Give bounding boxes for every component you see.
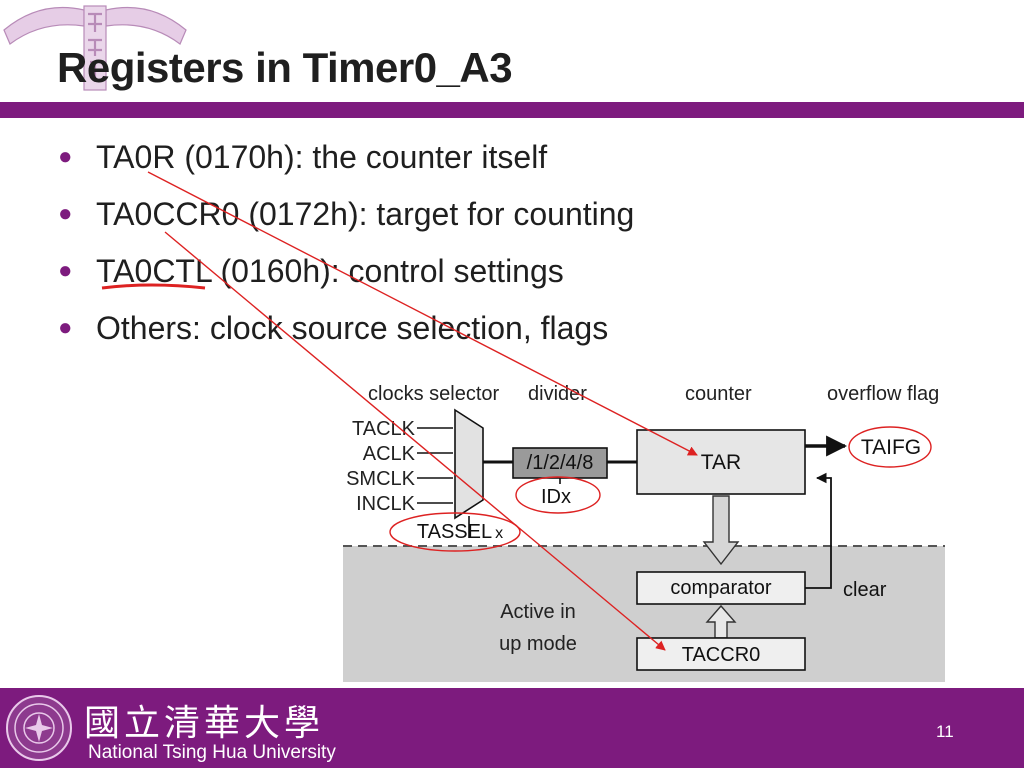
clock-input-label: ACLK <box>363 443 416 465</box>
counter-to-comparator-arrow <box>702 495 740 566</box>
page-number: 11 <box>936 722 954 741</box>
taifg-label: TAIFG <box>861 436 921 459</box>
bullet-text: TA0CCR0 (0172h): target for counting <box>96 196 635 232</box>
clock-mux <box>454 408 484 520</box>
university-name-english: National Tsing Hua University <box>88 742 336 763</box>
bullet-dot-icon: ● <box>58 257 73 284</box>
bullet-item: ● TA0R (0170h): the counter itself <box>58 132 634 189</box>
bullet-dot-icon: ● <box>58 314 73 341</box>
university-seal-icon <box>6 695 72 761</box>
clock-input-label: SMCLK <box>346 468 416 490</box>
footer-bar: 國立清華大學 National Tsing Hua University <box>0 688 1024 768</box>
bullet-text: TA0CTL (0160h): control settings <box>96 253 564 289</box>
bullet-item: ● Others: clock source selection, flags <box>58 303 634 360</box>
tar-label: TAR <box>701 451 741 474</box>
bullet-text: TA0R (0170h): the counter itself <box>96 139 548 175</box>
divider-label: /1/2/4/8 <box>527 452 594 474</box>
bullet-item: ● TA0CTL (0160h): control settings <box>58 246 634 303</box>
slide-title: Registers in Timer0_A3 <box>57 44 513 91</box>
clocks-selector-header: clocks selector <box>368 383 499 405</box>
timer-block-diagram: clocks selector divider counter overflow… <box>335 370 955 688</box>
idx-label: IDx <box>541 486 571 508</box>
bullet-dot-icon: ● <box>58 200 73 227</box>
tassel-label-suffix: x <box>495 525 503 542</box>
bullet-dot-icon: ● <box>58 143 73 170</box>
counter-header: counter <box>685 383 752 405</box>
overflow-flag-header: overflow flag <box>827 383 939 405</box>
mode-label-line1: Active in <box>500 601 576 623</box>
bullet-list: ● TA0R (0170h): the counter itself ● TA0CC… <box>58 132 634 360</box>
clock-input-label: TACLK <box>352 418 416 440</box>
university-name-chinese: 國立清華大學 <box>84 703 325 744</box>
tassel-label-main: TASSEL <box>417 521 492 543</box>
clear-feedback-line <box>805 472 832 589</box>
comparator-label: comparator <box>670 577 771 599</box>
title-bar <box>0 102 1024 118</box>
clear-label: clear <box>843 579 887 601</box>
clock-input-label: INCLK <box>356 493 416 515</box>
divider-header: divider <box>528 383 587 405</box>
taccr0-label: TACCR0 <box>682 644 761 666</box>
bullet-text: Others: clock source selection, flags <box>96 310 609 346</box>
university-emblem-icon <box>3 5 187 91</box>
taccr0-to-comparator-arrow <box>705 604 737 639</box>
mode-label-line2: up mode <box>499 633 577 655</box>
bullet-item: ● TA0CCR0 (0172h): target for counting <box>58 189 634 246</box>
